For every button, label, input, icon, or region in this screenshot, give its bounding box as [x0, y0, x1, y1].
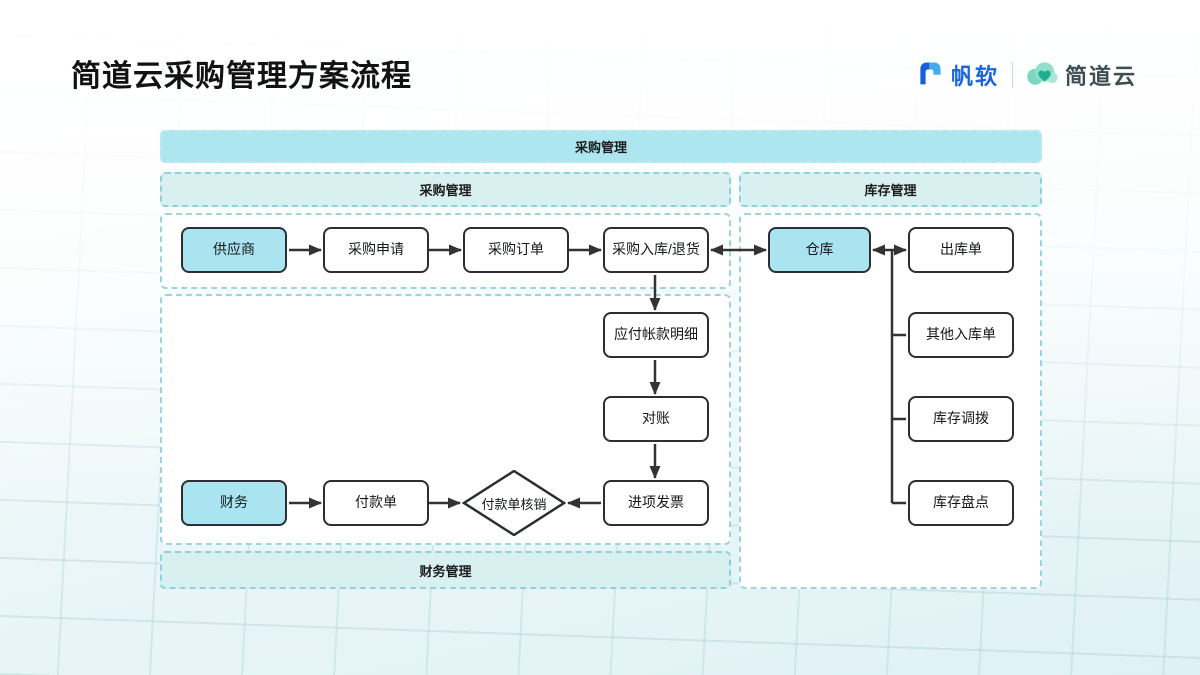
- node-purchase-request: 采购申请: [323, 227, 429, 273]
- fanruan-logo-icon: [916, 59, 944, 92]
- node-outbound-order: 出库单: [908, 227, 1014, 273]
- node-inventory-transfer: 库存调拨: [908, 396, 1014, 442]
- node-payable-details: 应付帐款明细: [603, 312, 709, 358]
- brand-divider: [1011, 62, 1013, 88]
- node-supplier: 供应商: [181, 227, 287, 273]
- node-input-invoice: 进项发票: [603, 480, 709, 526]
- section-header-inventory: 库存管理: [739, 172, 1042, 207]
- section-footer-finance: 财务管理: [160, 551, 731, 589]
- node-payment-writeoff: 付款单核销: [462, 470, 566, 536]
- node-finance: 财务: [181, 480, 287, 526]
- node-reconciliation: 对账: [603, 396, 709, 442]
- section-header-purchase: 采购管理: [160, 172, 731, 207]
- node-purchase-order: 采购订单: [463, 227, 569, 273]
- jiandaoyun-logo-icon: [1026, 59, 1058, 91]
- jiandaoyun-brand: 简道云: [1026, 59, 1137, 91]
- brand-bar: 帆软 简道云: [916, 57, 1137, 93]
- node-warehouse: 仓库: [768, 227, 871, 273]
- jiandaoyun-brand-name: 简道云: [1064, 64, 1137, 89]
- page-title: 简道云采购管理方案流程: [71, 60, 412, 93]
- fanruan-brand: 帆软: [916, 59, 999, 92]
- top-banner-purchase-management: 采购管理: [160, 130, 1042, 163]
- node-payment-order: 付款单: [323, 480, 429, 526]
- node-other-inbound-order: 其他入库单: [908, 312, 1014, 358]
- fanruan-brand-name: 帆软: [950, 64, 999, 89]
- node-purchase-inbound-return: 采购入库/退货: [603, 227, 709, 273]
- node-inventory-count: 库存盘点: [908, 480, 1014, 526]
